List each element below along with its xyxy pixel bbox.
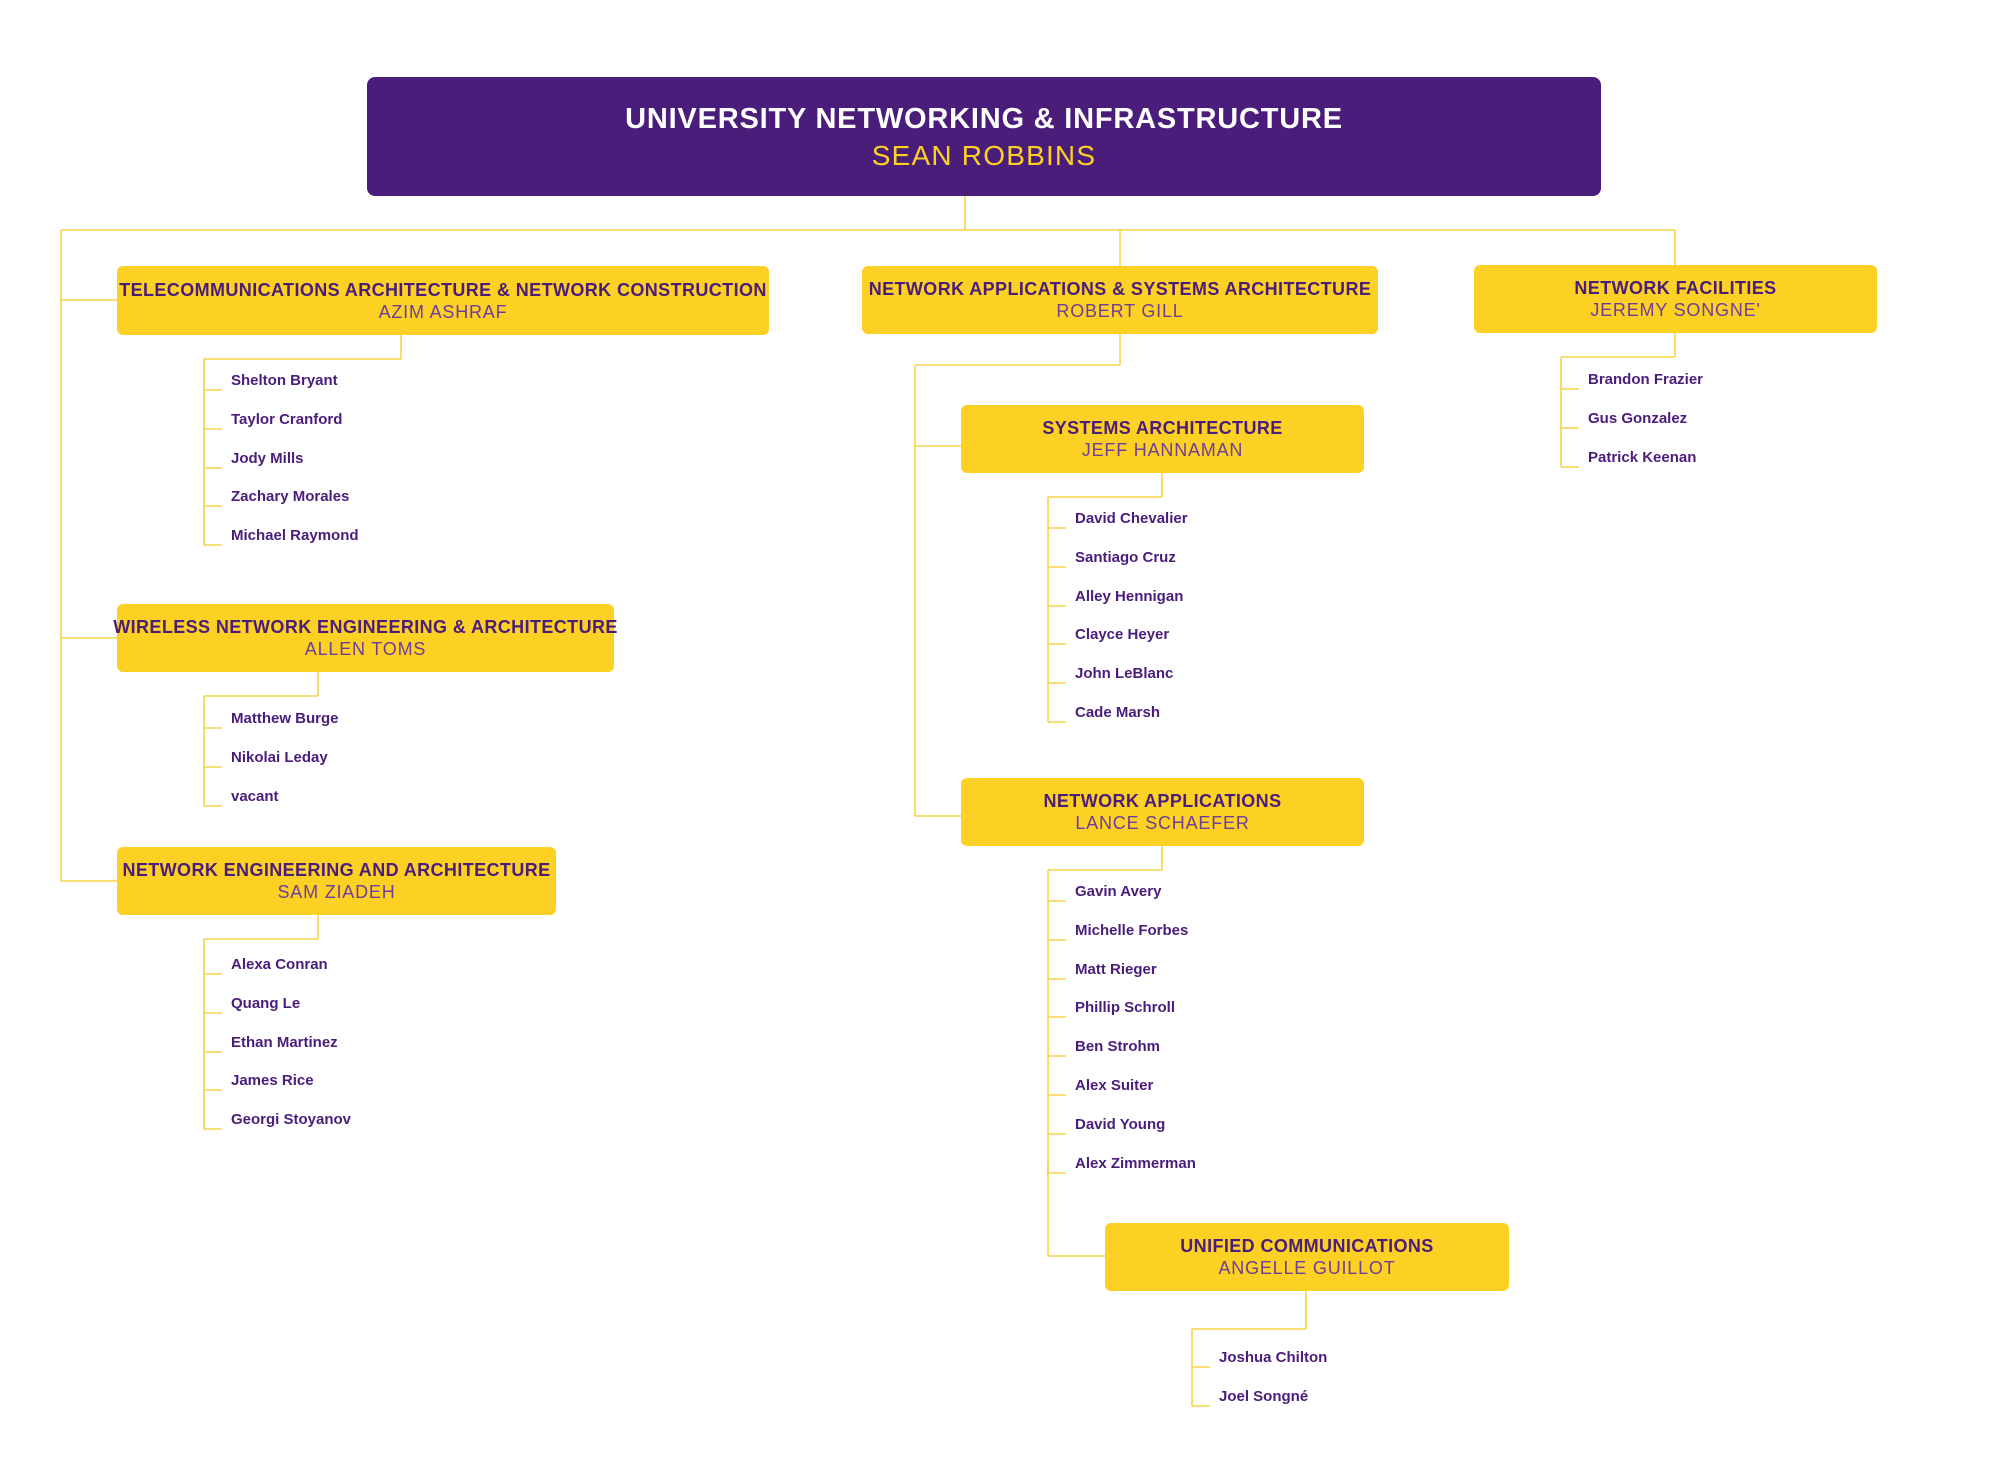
member-name: vacant — [231, 788, 279, 805]
member-name: Ethan Martinez — [231, 1034, 338, 1051]
dept-box-unified: UNIFIED COMMUNICATIONS ANGELLE GUILLOT — [1105, 1223, 1509, 1291]
member-name: Gus Gonzalez — [1588, 410, 1688, 427]
dept-title: UNIFIED COMMUNICATIONS — [1180, 1236, 1434, 1256]
dept-head: AZIM ASHRAF — [378, 301, 508, 322]
member-name: Cade Marsh — [1075, 704, 1161, 721]
dept-box-netapps: NETWORK APPLICATIONS LANCE SCHAEFER — [961, 778, 1364, 846]
member-name: Michelle Forbes — [1075, 922, 1189, 939]
member-name: Georgi Stoyanov — [231, 1111, 352, 1128]
dept-title: SYSTEMS ARCHITECTURE — [1042, 418, 1283, 438]
dept-title: WIRELESS NETWORK ENGINEERING & ARCHITECT… — [113, 617, 618, 637]
member-name: Gavin Avery — [1075, 883, 1162, 900]
dept-box-netapps-sys: NETWORK APPLICATIONS & SYSTEMS ARCHITECT… — [862, 266, 1378, 334]
dept-head: JEREMY SONGNE' — [1590, 300, 1761, 320]
dept-box-sysarch: SYSTEMS ARCHITECTURE JEFF HANNAMAN — [961, 405, 1364, 473]
dept-head: ALLEN TOMS — [304, 639, 427, 659]
member-name: Clayce Heyer — [1075, 626, 1170, 643]
member-name: Phillip Schroll — [1075, 999, 1176, 1016]
member-name: Quang Le — [231, 995, 301, 1012]
member-name: Michael Raymond — [231, 527, 359, 544]
member-name: Matt Rieger — [1075, 961, 1157, 978]
member-name: Shelton Bryant — [231, 372, 338, 389]
member-name: Alley Hennigan — [1075, 588, 1184, 605]
member-name: Nikolai Leday — [231, 749, 328, 766]
member-name: John LeBlanc — [1075, 665, 1174, 682]
dept-head: LANCE SCHAEFER — [1075, 813, 1250, 833]
dept-title: NETWORK FACILITIES — [1574, 278, 1777, 298]
member-name: Joel Songné — [1219, 1388, 1309, 1405]
member-name: David Chevalier — [1075, 510, 1188, 527]
member-name: Patrick Keenan — [1588, 449, 1697, 466]
member-name: David Young — [1075, 1116, 1166, 1133]
member-name: Matthew Burge — [231, 710, 339, 727]
dept-title: NETWORK ENGINEERING AND ARCHITECTURE — [122, 860, 551, 880]
dept-head: SAM ZIADEH — [277, 882, 396, 902]
dept-box-telecom: TELECOMMUNICATIONS ARCHITECTURE & NETWOR… — [117, 266, 769, 335]
member-name: Ben Strohm — [1075, 1038, 1161, 1055]
dept-head: ANGELLE GUILLOT — [1218, 1258, 1396, 1278]
member-name: Zachary Morales — [231, 488, 350, 505]
dept-head: JEFF HANNAMAN — [1081, 440, 1244, 460]
dept-title: TELECOMMUNICATIONS ARCHITECTURE & NETWOR… — [119, 279, 767, 300]
root-box: UNIVERSITY NETWORKING & INFRASTRUCTURE S… — [367, 77, 1601, 196]
member-name: Alexa Conran — [231, 956, 328, 973]
root-name: SEAN ROBBINS — [871, 139, 1097, 171]
member-name: Brandon Frazier — [1588, 371, 1704, 388]
dept-head: ROBERT GILL — [1056, 301, 1184, 321]
member-name: James Rice — [231, 1072, 314, 1089]
member-name: Joshua Chilton — [1219, 1349, 1328, 1366]
root-title: UNIVERSITY NETWORKING & INFRASTRUCTURE — [625, 102, 1343, 135]
member-name: Alex Suiter — [1075, 1077, 1154, 1094]
member-name: Jody Mills — [231, 450, 304, 467]
dept-title: NETWORK APPLICATIONS — [1043, 791, 1282, 811]
member-name: Taylor Cranford — [231, 411, 343, 428]
member-name: Santiago Cruz — [1075, 549, 1176, 566]
dept-box-wireless: WIRELESS NETWORK ENGINEERING & ARCHITECT… — [113, 604, 617, 672]
dept-title: NETWORK APPLICATIONS & SYSTEMS ARCHITECT… — [868, 279, 1372, 299]
dept-box-facilities: NETWORK FACILITIES JEREMY SONGNE' — [1474, 265, 1877, 333]
member-name: Alex Zimmerman — [1075, 1155, 1196, 1172]
dept-box-neteng: NETWORK ENGINEERING AND ARCHITECTURE SAM… — [117, 847, 556, 915]
